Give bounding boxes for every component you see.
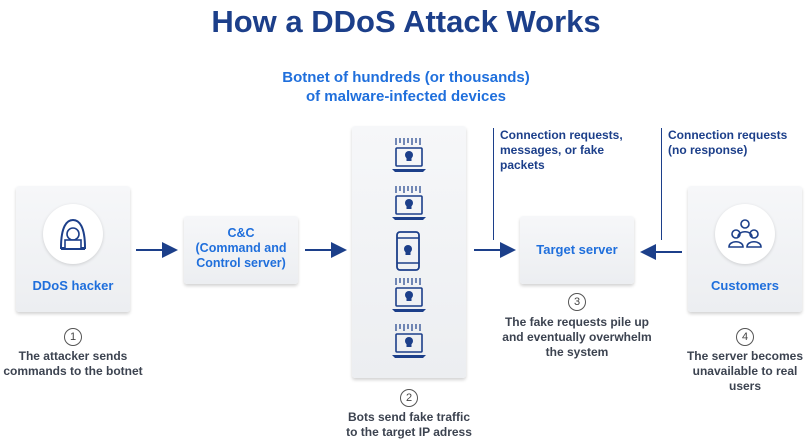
hacker-label: DDoS hacker xyxy=(32,278,114,293)
target-description: The fake requests pile up and eventually… xyxy=(492,315,662,360)
note-left-line2: messages, or fake xyxy=(500,143,605,157)
note-left-line1: Connection requests, xyxy=(500,128,623,142)
note-right-line1: Connection requests xyxy=(668,128,788,142)
hacker-icon xyxy=(59,218,87,250)
hacker-desc-line1: The attacker sends xyxy=(18,349,128,363)
cnc-label: C&C (Command and Control server) xyxy=(184,226,298,271)
infected-laptop-icon-4 xyxy=(392,324,426,358)
botnet-card xyxy=(352,126,466,378)
botnet-heading: Botnet of hundreds (or thousands) of mal… xyxy=(0,68,812,106)
target-desc-line3: the system xyxy=(545,345,609,359)
connection-note-left: Connection requests, messages, or fake p… xyxy=(500,128,640,173)
note-left-line3: packets xyxy=(500,158,545,172)
infected-laptop-icon-1 xyxy=(392,138,426,172)
customers-desc-line1: The server becomes xyxy=(686,349,804,363)
bots-desc-line1: Bots send fake traffic xyxy=(347,410,471,424)
customers-desc-line2: unavailable to real xyxy=(692,364,798,378)
step-number-2: 2 xyxy=(400,389,418,407)
infected-phone-icon xyxy=(396,231,420,271)
connection-note-right: Connection requests (no response) xyxy=(668,128,808,158)
note-right-line2: (no response) xyxy=(668,143,748,157)
cnc-label-line3: Control server) xyxy=(196,256,286,270)
note-left-line xyxy=(493,128,494,240)
hacker-icon-circle xyxy=(43,204,103,264)
cnc-label-line2: (Command and xyxy=(195,241,287,255)
botnet-heading-line2: of malware-infected devices xyxy=(305,88,507,105)
bots-description: Bots send fake traffic to the target IP … xyxy=(330,410,488,440)
page-title: How a DDoS Attack Works xyxy=(211,4,601,39)
botnet-devices xyxy=(392,138,426,358)
hacker-card: DDoS hacker xyxy=(16,186,130,312)
note-right-line xyxy=(661,128,662,240)
customers-icon-circle xyxy=(715,204,775,264)
hacker-description: The attacker sends commands to the botne… xyxy=(0,349,146,379)
step-number-1: 1 xyxy=(64,328,82,346)
step-number-3: 3 xyxy=(568,293,586,311)
step-number-4: 4 xyxy=(736,328,754,346)
cnc-label-line1: C&C xyxy=(227,226,255,240)
target-desc-line1: The fake requests pile up xyxy=(504,315,650,329)
botnet-heading-line1: Botnet of hundreds (or thousands) xyxy=(282,69,530,86)
customers-icon xyxy=(728,219,762,248)
customers-card: Customers xyxy=(688,186,802,312)
target-desc-line2: and eventually overwhelm xyxy=(502,330,652,344)
target-server-card: Target server xyxy=(520,216,634,284)
customers-description: The server becomes unavailable to real u… xyxy=(672,349,812,394)
bots-desc-line2: to the target IP adress xyxy=(346,425,472,439)
customers-desc-line3: users xyxy=(728,379,762,393)
infected-laptop-icon-2 xyxy=(392,186,426,220)
target-server-label: Target server xyxy=(536,242,618,257)
cnc-card: C&C (Command and Control server) xyxy=(184,216,298,284)
infected-laptop-icon-3 xyxy=(392,278,426,312)
customers-label: Customers xyxy=(711,278,779,293)
hacker-desc-line2: commands to the botnet xyxy=(3,364,143,378)
